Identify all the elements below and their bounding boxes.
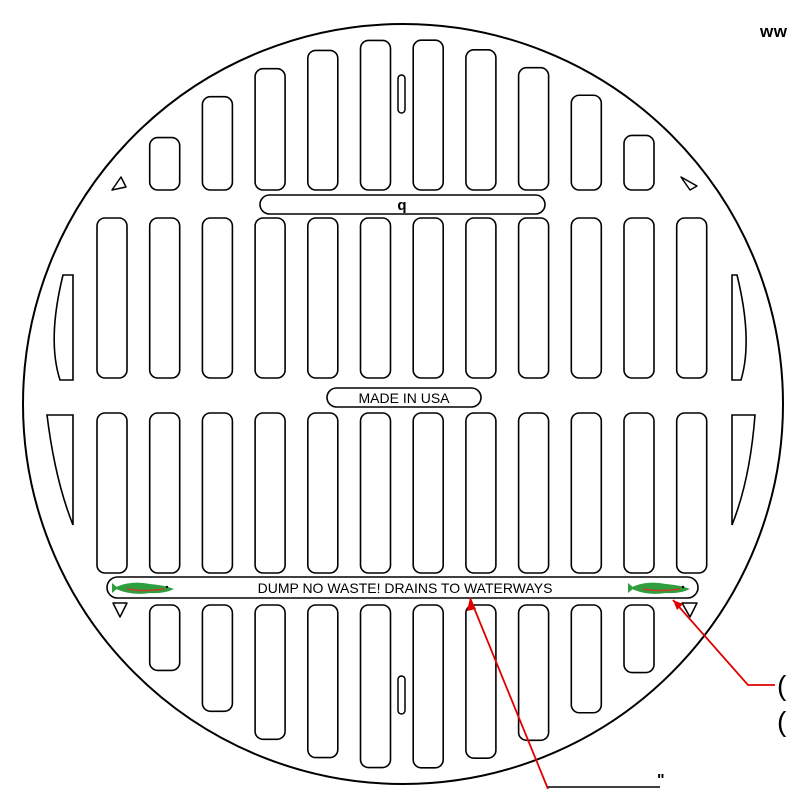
slot [517, 217, 550, 379]
slot [254, 412, 286, 574]
callout-paren-1: ( [777, 670, 787, 701]
slot [570, 94, 603, 191]
grate-outline [22, 23, 784, 785]
right-upper-crescent [731, 274, 747, 381]
callout-leader-fish [672, 599, 775, 686]
slot [306, 604, 339, 759]
slot [570, 604, 603, 714]
left-upper-crescent [53, 274, 74, 381]
slot [306, 49, 339, 191]
warning-text: DUMP NO WASTE! DRAINS TO WATERWAYS [258, 580, 553, 596]
slot [148, 136, 181, 191]
top-band-mark: q [397, 197, 406, 214]
website-url-fragment: ww [760, 22, 788, 41]
slot [359, 412, 392, 574]
callout-arrowhead-fish [673, 600, 683, 610]
slot [201, 217, 234, 379]
slot [254, 604, 286, 741]
slot [359, 217, 392, 379]
slot [359, 604, 392, 769]
top-band [259, 194, 546, 215]
slot [412, 604, 445, 769]
stray-mark: " [657, 772, 665, 789]
slot [148, 604, 181, 672]
right-lower-crescent [731, 414, 756, 526]
slot [412, 39, 445, 191]
notch-bottom-left [112, 602, 128, 618]
slot [517, 66, 550, 191]
slot [517, 604, 550, 742]
slot [623, 217, 655, 379]
top-marker [397, 74, 406, 114]
slot [623, 604, 655, 674]
slot [254, 67, 286, 191]
made-in-usa-band [326, 387, 482, 408]
slot [359, 39, 392, 191]
slot [412, 412, 445, 574]
slot [517, 412, 550, 574]
top-slot-row [148, 39, 655, 191]
slot [570, 412, 603, 574]
bottom-slot-row [148, 604, 655, 769]
slot [465, 604, 497, 760]
lower-slot-row [96, 412, 708, 574]
slot [675, 217, 708, 379]
slot [201, 412, 234, 574]
slot [148, 412, 181, 574]
slot [465, 217, 497, 379]
notch-top-right [680, 176, 698, 191]
bottom-marker [397, 675, 406, 715]
made-in-usa-text: MADE IN USA [358, 390, 450, 406]
slot [148, 217, 181, 379]
slot [412, 217, 445, 379]
slot [465, 412, 497, 574]
slot [201, 95, 234, 191]
slot [96, 412, 128, 574]
notch-top-left [111, 176, 127, 191]
slot [623, 412, 655, 574]
slot [96, 217, 128, 379]
slot [465, 48, 497, 191]
slot [306, 412, 339, 574]
slot [675, 412, 708, 574]
left-lower-crescent [46, 414, 74, 526]
notch-bottom-right [681, 602, 698, 618]
fish-icon [112, 582, 174, 594]
callout-leader-text [469, 597, 549, 789]
callout-paren-2: ( [777, 706, 787, 737]
callout-arrowhead-text [467, 598, 476, 611]
fish-icon [628, 582, 690, 594]
warning-band [106, 576, 699, 599]
slot [201, 604, 234, 713]
slot [306, 217, 339, 379]
slot [570, 217, 603, 379]
slot [254, 217, 286, 379]
slot [623, 134, 655, 191]
middle-slot-row [96, 217, 708, 379]
